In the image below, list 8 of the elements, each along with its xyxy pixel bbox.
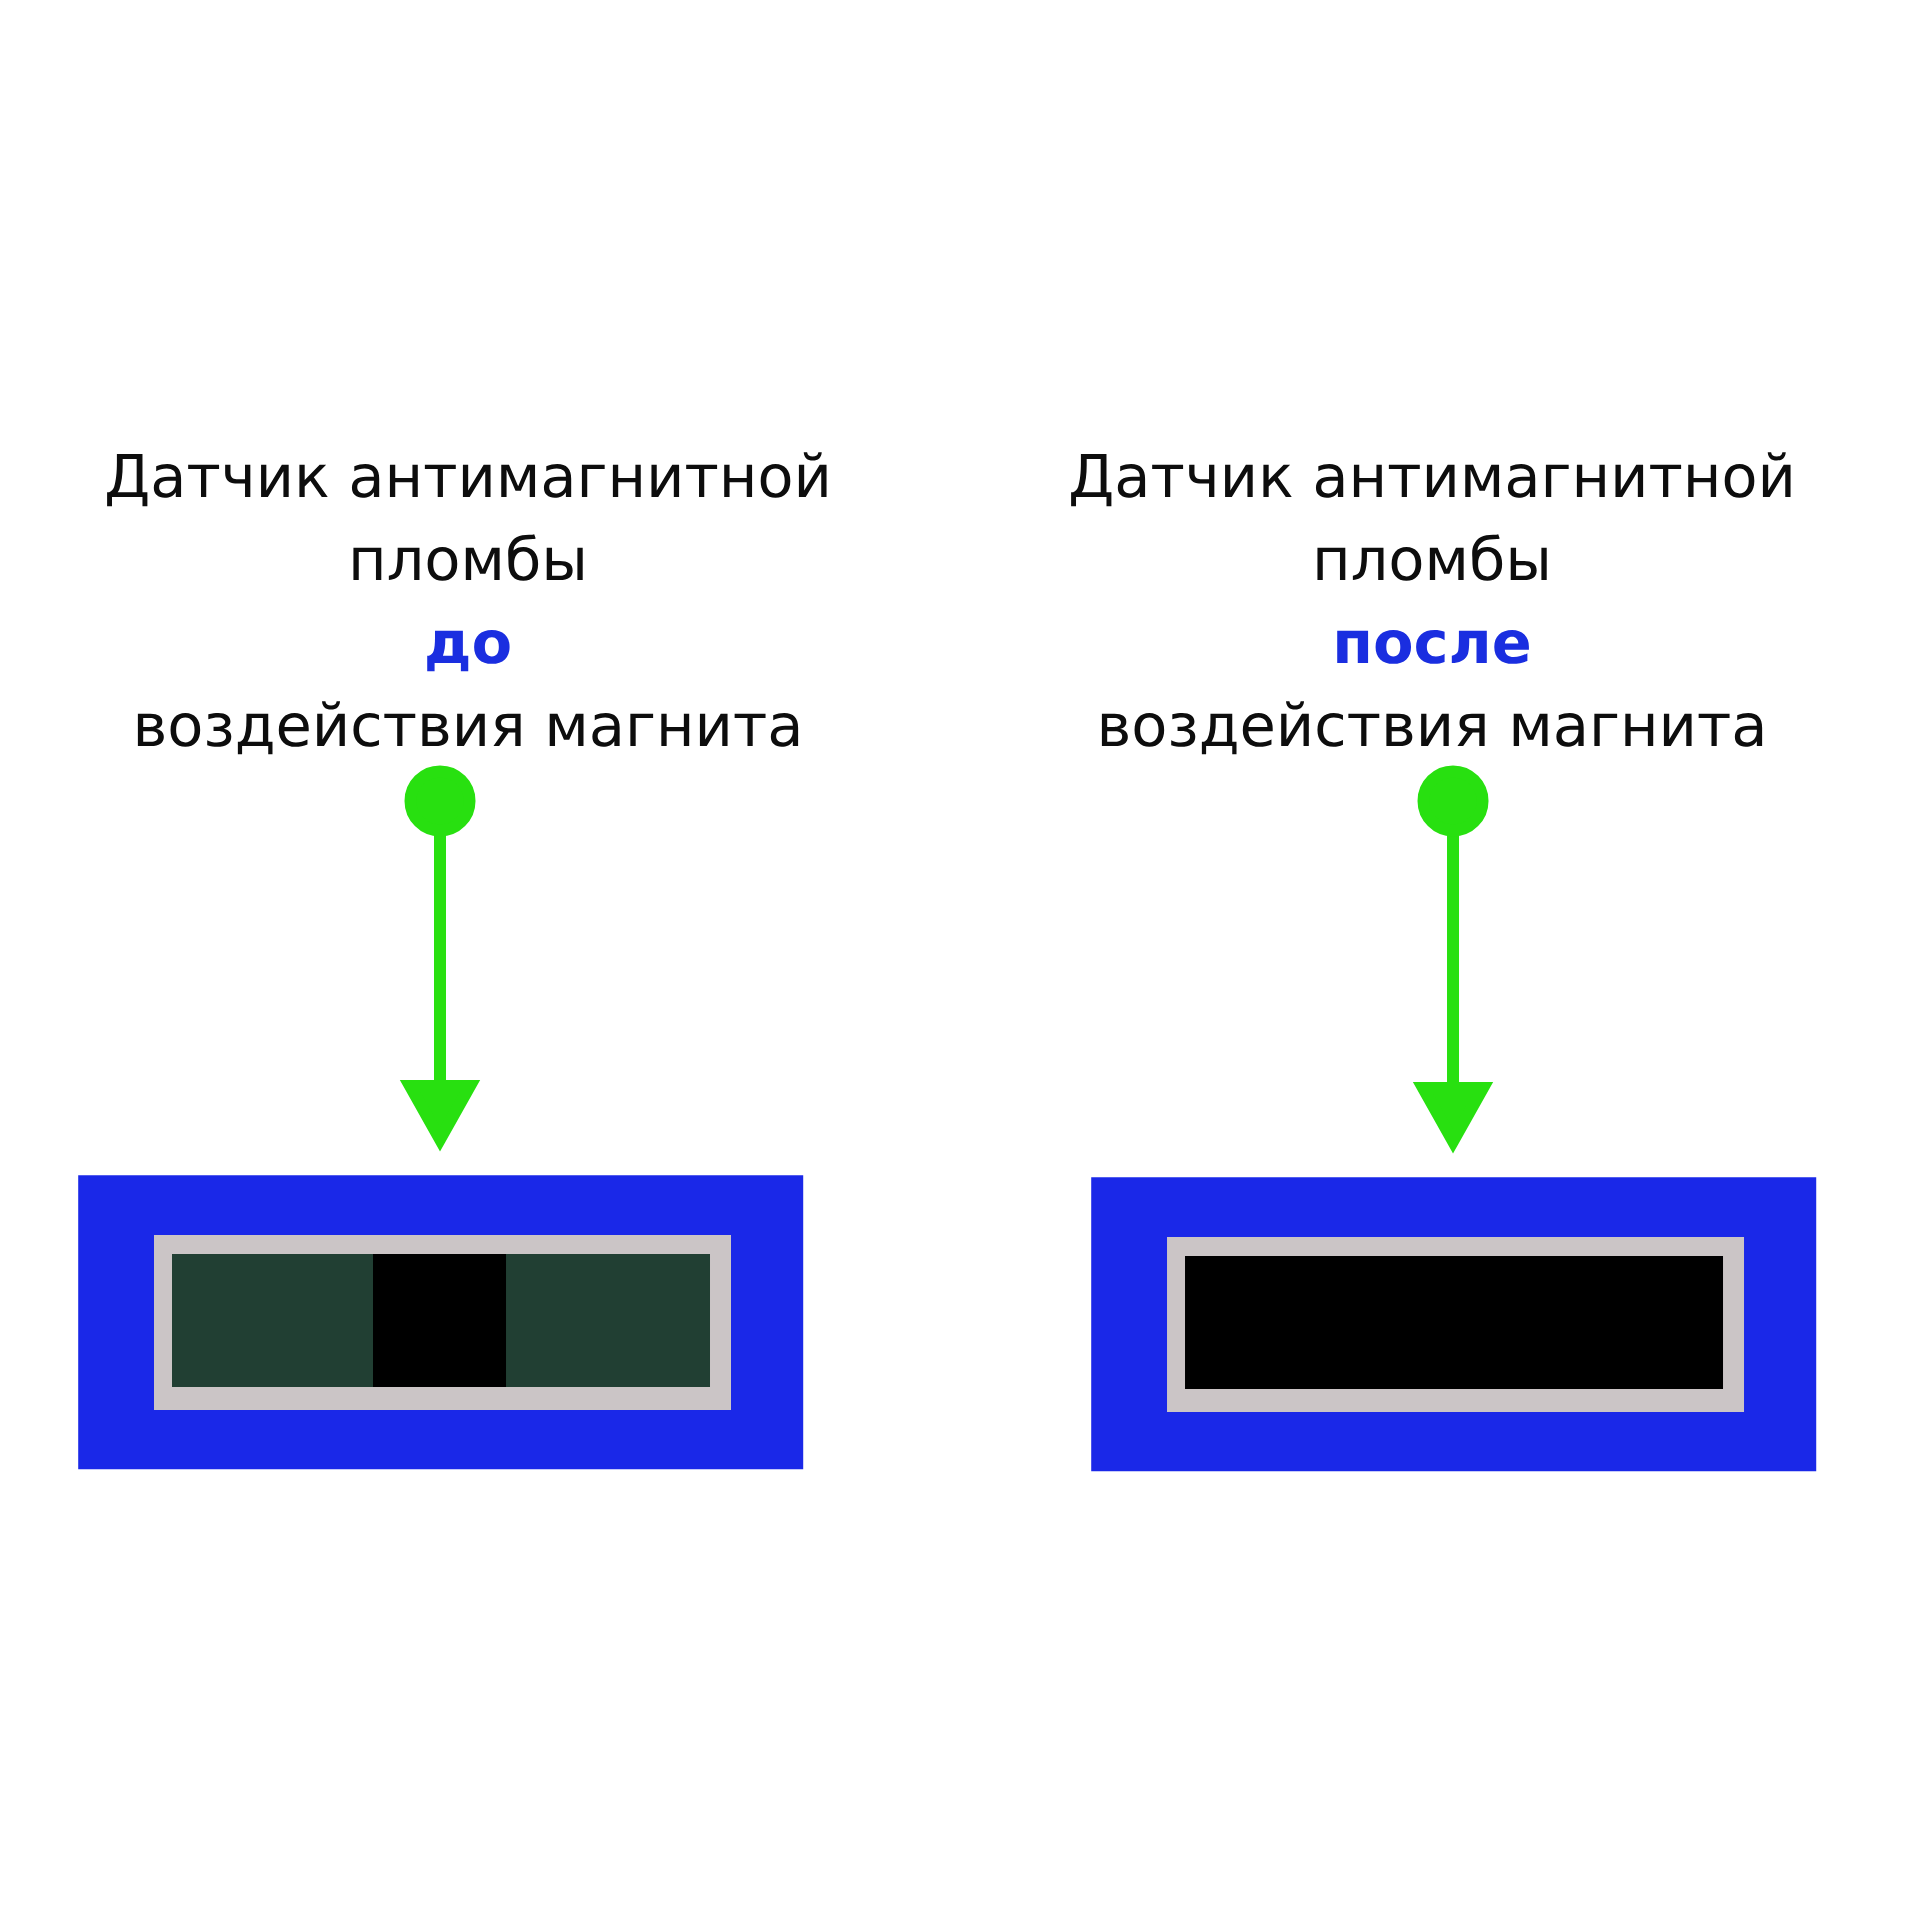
highlight-text: после <box>1337 630 1529 664</box>
caption-text: Датчик антимагнитной пломбы <box>107 452 827 581</box>
sensor-drawing <box>1091 1177 1817 1472</box>
highlight-text: до <box>427 630 510 672</box>
caption-text: воздействия магнита <box>1101 701 1763 755</box>
caption-text: Датчик антимагнитной пломбы <box>1071 452 1791 581</box>
sensor-drawing <box>78 1175 804 1470</box>
caption-text: воздействия магнита <box>137 701 799 755</box>
